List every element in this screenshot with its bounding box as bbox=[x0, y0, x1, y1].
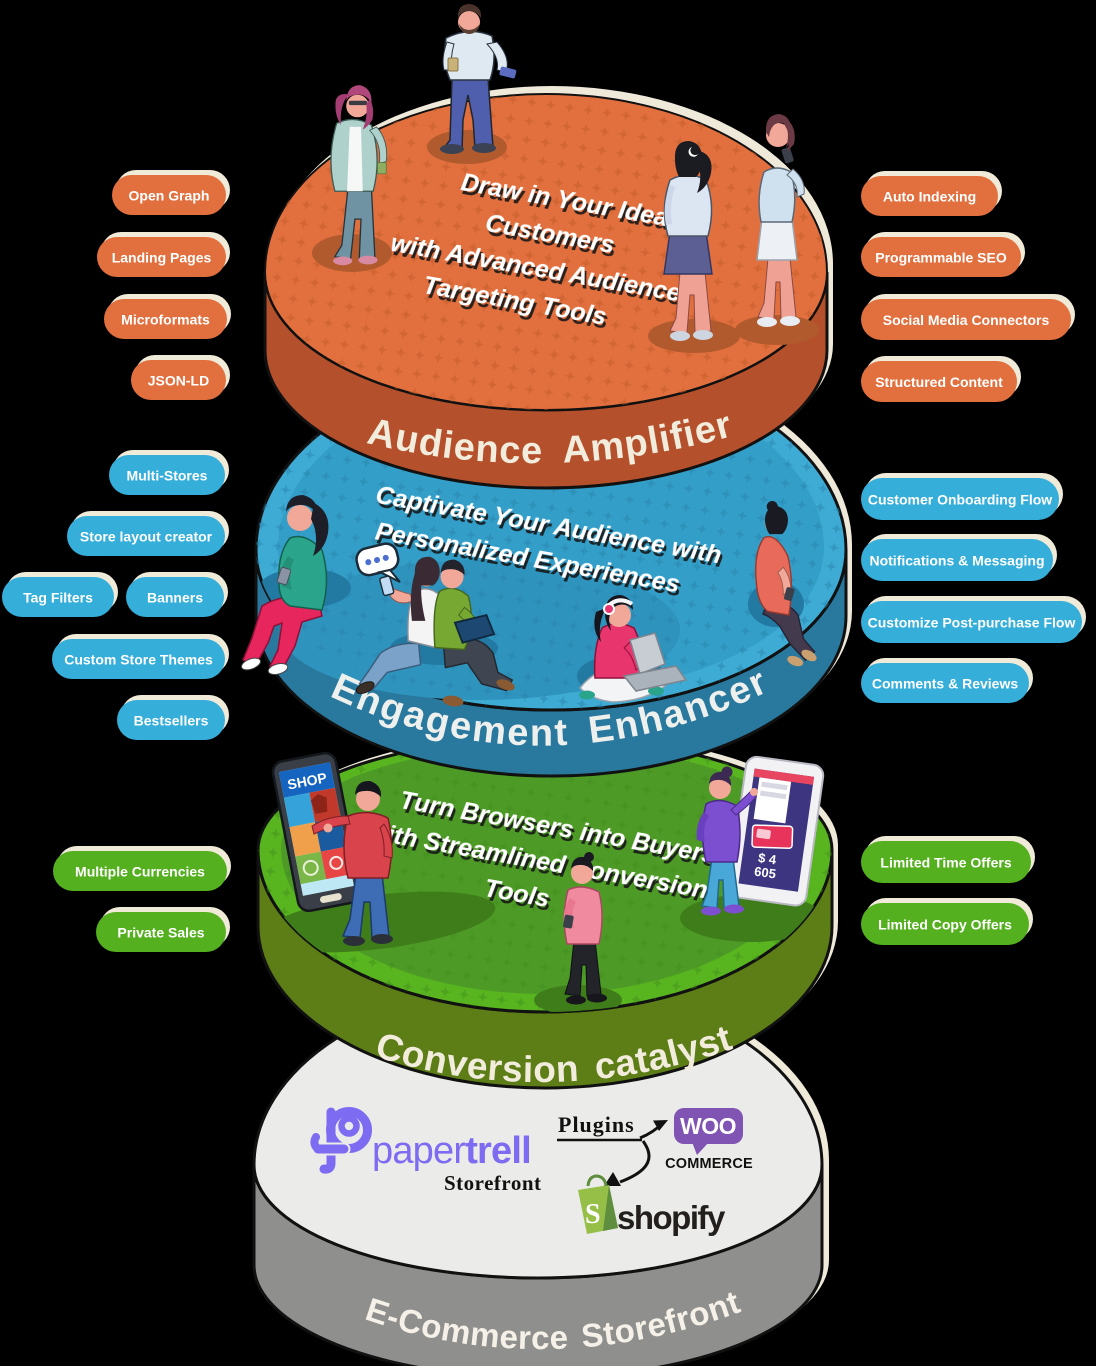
svg-text:Storefront: Storefront bbox=[444, 1171, 542, 1195]
svg-text:S: S bbox=[585, 1199, 601, 1230]
svg-text:Social Media Connectors: Social Media Connectors bbox=[883, 312, 1050, 328]
svg-text:JSON-LD: JSON-LD bbox=[148, 373, 209, 389]
svg-text:Comments & Reviews: Comments & Reviews bbox=[872, 676, 1018, 692]
svg-text:Open Graph: Open Graph bbox=[129, 188, 210, 204]
svg-text:$ 4: $ 4 bbox=[757, 850, 778, 867]
svg-text:Store layout creator: Store layout creator bbox=[80, 529, 213, 545]
svg-text:SHOP: SHOP bbox=[286, 769, 328, 792]
svg-text:Multiple Currencies: Multiple Currencies bbox=[75, 864, 205, 880]
svg-text:WOO: WOO bbox=[680, 1113, 736, 1139]
svg-text:Banners: Banners bbox=[147, 590, 203, 606]
svg-text:papertrell: papertrell bbox=[372, 1130, 531, 1172]
svg-text:Limited Time Offers: Limited Time Offers bbox=[880, 855, 1011, 871]
svg-text:Customer Onboarding Flow: Customer Onboarding Flow bbox=[868, 492, 1052, 508]
svg-text:605: 605 bbox=[753, 864, 777, 882]
svg-text:Notifications & Messaging: Notifications & Messaging bbox=[869, 553, 1044, 569]
svg-text:Structured Content: Structured Content bbox=[875, 374, 1003, 390]
svg-text:Plugins: Plugins bbox=[558, 1112, 635, 1137]
svg-text:Multi-Stores: Multi-Stores bbox=[127, 468, 208, 484]
svg-text:Microformats: Microformats bbox=[121, 312, 210, 328]
svg-text:Programmable SEO: Programmable SEO bbox=[875, 250, 1007, 266]
svg-text:Customize Post-purchase Flow: Customize Post-purchase Flow bbox=[868, 615, 1076, 631]
svg-text:shopify: shopify bbox=[617, 1199, 726, 1236]
svg-text:Custom Store Themes: Custom Store Themes bbox=[64, 652, 213, 668]
svg-text:Private Sales: Private Sales bbox=[117, 925, 204, 941]
svg-text:Tag Filters: Tag Filters bbox=[23, 590, 93, 606]
svg-text:Limited Copy Offers: Limited Copy Offers bbox=[878, 917, 1012, 933]
svg-text:COMMERCE: COMMERCE bbox=[665, 1156, 753, 1172]
svg-text:Bestsellers: Bestsellers bbox=[134, 713, 209, 729]
svg-text:Landing Pages: Landing Pages bbox=[112, 250, 212, 266]
svg-text:Auto Indexing: Auto Indexing bbox=[883, 189, 976, 205]
